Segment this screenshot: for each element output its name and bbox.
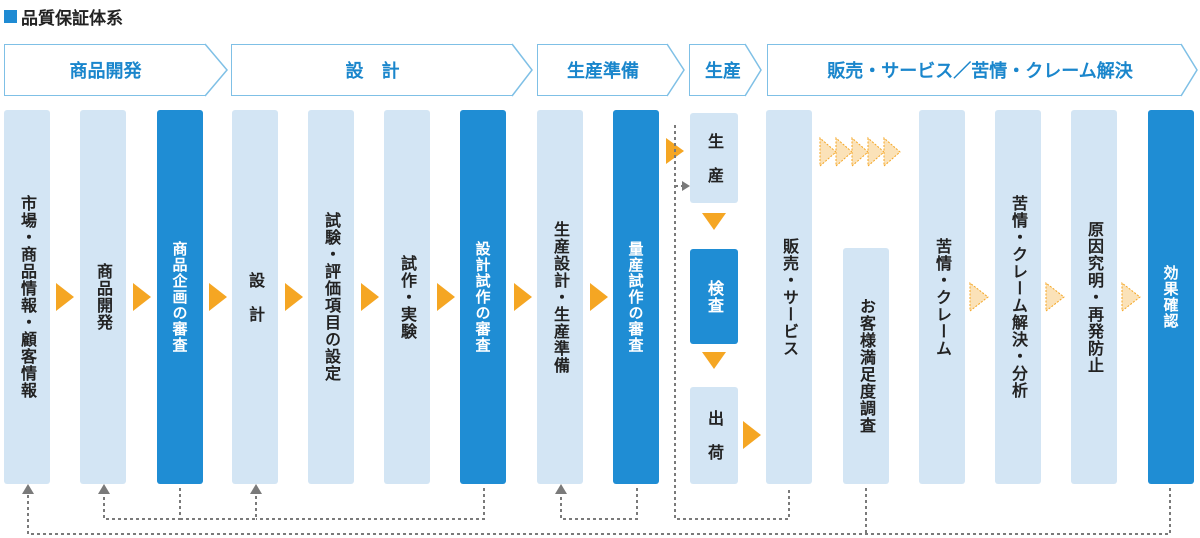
flow-arrow-6	[437, 283, 455, 311]
dashed-arrow-group-top	[819, 136, 901, 168]
step-sales-service-label: 販売・サービス	[780, 237, 799, 357]
flow-arrow-3	[209, 283, 227, 311]
phase-prep-tip	[666, 43, 685, 97]
phase-production-tip	[744, 43, 762, 97]
flow-arrow-1	[56, 283, 74, 311]
title-square-icon	[4, 9, 17, 23]
step-prototype-test-label: 試作・実験	[398, 254, 417, 340]
step-production-design-prep: 生産設計・生産準備	[537, 110, 583, 484]
prod-inspect-label: 検査	[705, 279, 724, 314]
step-product-development-label: 商品開発	[94, 263, 113, 331]
feedback-lines	[27, 125, 1171, 535]
step-product-plan-review-label: 商品企画の審査	[170, 241, 189, 353]
phase-product-dev: 商品開発	[4, 44, 205, 96]
prod-inspect: 検査	[690, 249, 738, 344]
flow-arrow-to-sales	[743, 421, 761, 449]
flow-arrow-down-2	[702, 352, 726, 369]
step-customer-satisfaction-label: お客様満足度調査	[857, 298, 876, 434]
step-design: 設 計	[232, 110, 278, 484]
phase-design: 設 計	[231, 44, 512, 96]
flow-arrow-4	[285, 283, 303, 311]
phase-product-dev-tip	[204, 43, 228, 97]
prod-produce-label: 生 産	[705, 132, 724, 184]
step-mass-prototype-review-label: 量産試作の審査	[626, 241, 645, 353]
diagram-title: 品質保証体系	[4, 4, 123, 29]
flow-arrow-2	[133, 283, 151, 311]
phase-sales-label: 販売・サービス／苦情・クレーム解決	[827, 60, 1133, 82]
step-product-plan-review: 商品企画の審査	[157, 110, 203, 484]
step-root-cause: 原因究明・再発防止	[1071, 110, 1117, 484]
step-customer-satisfaction: お客様満足度調査	[843, 248, 889, 484]
prod-produce: 生 産	[690, 113, 738, 203]
step-market-info: 市場・商品情報・顧客情報	[4, 110, 50, 484]
step-complaints: 苦情・クレーム	[919, 110, 965, 484]
step-design-label: 設 計	[246, 271, 265, 323]
feedback-arrowheads	[22, 181, 690, 494]
phase-design-label: 設 計	[345, 60, 400, 82]
flow-arrow-7	[514, 283, 532, 311]
diagram-title-text: 品質保証体系	[21, 8, 123, 29]
flow-arrow-8	[590, 283, 608, 311]
step-product-development: 商品開発	[80, 110, 126, 484]
step-mass-prototype-review: 量産試作の審査	[613, 110, 659, 484]
phase-product-dev-label: 商品開発	[69, 60, 142, 82]
step-production-design-prep-label: 生産設計・生産準備	[551, 220, 570, 374]
phase-prep: 生産準備	[537, 44, 667, 96]
step-complaints-label: 苦情・クレーム	[933, 237, 952, 357]
phase-production-label: 生産	[705, 60, 741, 82]
phase-production: 生産	[689, 44, 745, 96]
step-design-prototype-review: 設計試作の審査	[460, 110, 506, 484]
step-complaint-analysis-label: 苦情・クレーム解決・分析	[1009, 195, 1028, 399]
dashed-arrow-group-mid	[969, 281, 1141, 313]
prod-ship-label: 出 荷	[705, 410, 724, 461]
phase-prep-label: 生産準備	[567, 60, 639, 82]
flow-arrow-down-1	[702, 213, 726, 230]
step-design-prototype-review-label: 設計試作の審査	[473, 241, 492, 353]
step-effect-check-label: 効果確認	[1161, 265, 1180, 329]
step-sales-service: 販売・サービス	[766, 110, 812, 484]
flow-arrow-5	[361, 283, 379, 311]
step-complaint-analysis: 苦情・クレーム解決・分析	[995, 110, 1041, 484]
prod-ship: 出 荷	[690, 387, 738, 484]
phase-sales-tip	[1180, 43, 1198, 97]
step-root-cause-label: 原因究明・再発防止	[1085, 220, 1104, 374]
step-effect-check: 効果確認	[1148, 110, 1194, 484]
step-market-info-label: 市場・商品情報・顧客情報	[18, 195, 37, 399]
phase-sales: 販売・サービス／苦情・クレーム解決	[767, 44, 1181, 96]
step-test-evaluation-label: 試験・評価項目の設定	[322, 212, 341, 382]
phase-design-tip	[511, 43, 533, 97]
step-prototype-test: 試作・実験	[384, 110, 430, 484]
step-test-evaluation: 試験・評価項目の設定	[308, 110, 354, 484]
